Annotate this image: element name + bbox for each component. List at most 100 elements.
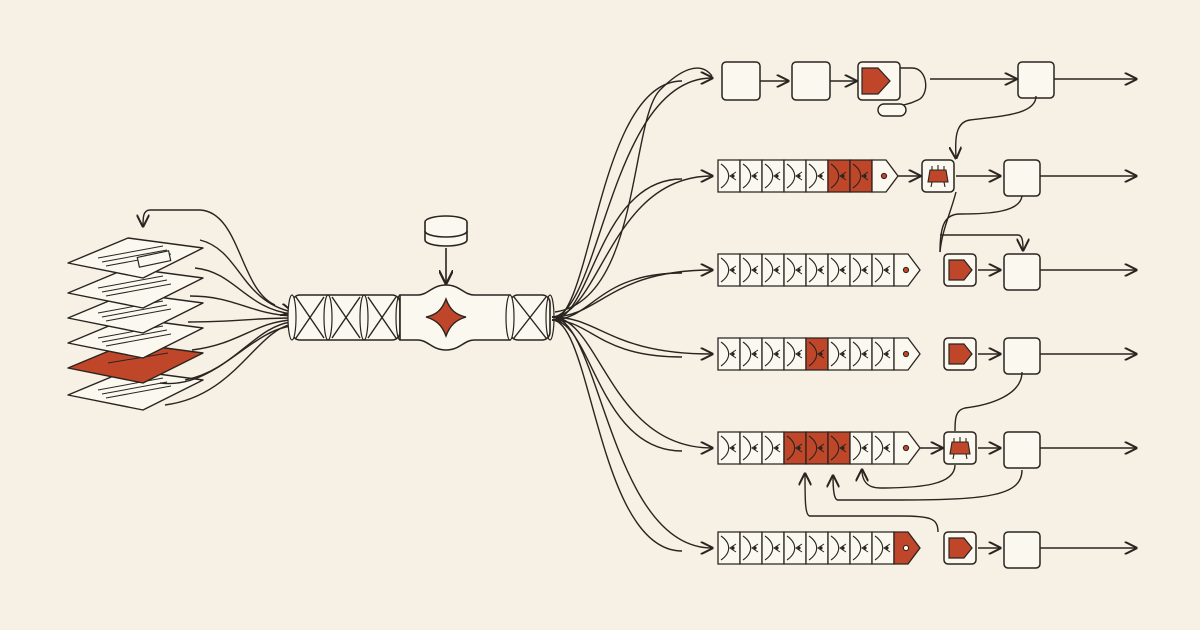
database-icon (424, 215, 468, 283)
chain-link (805, 159, 829, 193)
chain-link (827, 531, 851, 565)
pipe-ring (505, 294, 515, 341)
chain-link (761, 253, 785, 287)
merge-node (399, 284, 511, 351)
fanout-wire (551, 316, 712, 448)
twisted-pipe-1 (287, 294, 405, 341)
page-tag (136, 250, 172, 268)
chain-dot (902, 544, 910, 552)
accent-tag (943, 253, 977, 287)
chain-link (783, 337, 807, 371)
agent-icon (943, 431, 977, 465)
pipe-ring (359, 294, 369, 341)
chain-link (871, 337, 895, 371)
pipe-twist (331, 296, 361, 339)
chain-link (783, 253, 807, 287)
chain-link (739, 531, 763, 565)
chain-link (783, 159, 807, 193)
accent-tag (857, 61, 901, 101)
chain-link (849, 337, 873, 371)
chain-link (849, 253, 873, 287)
pipe-twist (295, 296, 325, 339)
chain-link (827, 337, 851, 371)
chain-link (783, 531, 807, 565)
chain-link (739, 253, 763, 287)
fanout-strand (551, 319, 683, 452)
fanout-strand (551, 178, 683, 321)
input-wires (143, 209, 292, 406)
chain-link (739, 337, 763, 371)
fanout-strand (551, 319, 683, 552)
document-page (67, 369, 204, 411)
chain-dot (902, 350, 910, 358)
chain-link (849, 531, 873, 565)
cross-connections (805, 67, 1037, 533)
chain-link (739, 159, 763, 193)
chain-link (761, 337, 785, 371)
pipe-twist (367, 296, 397, 339)
twisted-pipe-2 (505, 294, 555, 341)
pipe-ring (323, 294, 333, 341)
chain-link (739, 431, 763, 465)
chain-link (805, 431, 829, 465)
chain-link (849, 431, 873, 465)
document-stack (67, 237, 204, 411)
chain-link (805, 253, 829, 287)
fanout-wire (551, 316, 712, 354)
chain-link (717, 253, 741, 287)
pipe-ring (287, 294, 297, 341)
fanout-wire (551, 316, 712, 548)
output-box (1003, 531, 1041, 569)
chain-link (871, 431, 895, 465)
branch-2 (717, 159, 1136, 197)
fanout-strand (551, 319, 683, 358)
accent-tag (943, 337, 977, 371)
chain-link (805, 531, 829, 565)
fan-out-wires (551, 67, 713, 552)
fanout-strand (551, 80, 683, 321)
accent-tag (943, 531, 977, 565)
branch-6 (717, 531, 1136, 569)
chain-link (761, 531, 785, 565)
chain-dot (880, 172, 888, 180)
branch-5 (717, 431, 1136, 469)
branch-4 (717, 337, 1136, 375)
branch-1 (721, 61, 1136, 101)
chain-link (717, 531, 741, 565)
fanout-strand (554, 67, 713, 313)
chain-link (827, 253, 851, 287)
fanout-wire (551, 270, 712, 318)
process-box (721, 61, 761, 101)
output-box (1003, 253, 1041, 291)
fanout-wire (551, 78, 712, 318)
agent-icon (921, 159, 955, 193)
pipe-twist (513, 296, 547, 339)
chain-link (871, 253, 895, 287)
chain-link (717, 431, 741, 465)
chain-link (717, 159, 741, 193)
output-box (1003, 159, 1041, 197)
chain-link (717, 337, 741, 371)
chain-link (827, 431, 851, 465)
output-box (1017, 61, 1055, 99)
chain-link (783, 431, 807, 465)
chain-dot (902, 444, 910, 452)
loop-pill (877, 103, 907, 117)
chain-link (827, 159, 851, 193)
chain-link (871, 531, 895, 565)
branch-3 (717, 253, 1136, 291)
chain-dot (902, 266, 910, 274)
chain-link (849, 159, 873, 193)
chain-link (761, 159, 785, 193)
output-box (1003, 431, 1041, 469)
branches (717, 61, 1136, 569)
process-box (791, 61, 831, 101)
chain-link (805, 337, 829, 371)
diamond-icon (425, 296, 467, 339)
document-page (67, 267, 204, 309)
output-box (1003, 337, 1041, 375)
chain-link (761, 431, 785, 465)
